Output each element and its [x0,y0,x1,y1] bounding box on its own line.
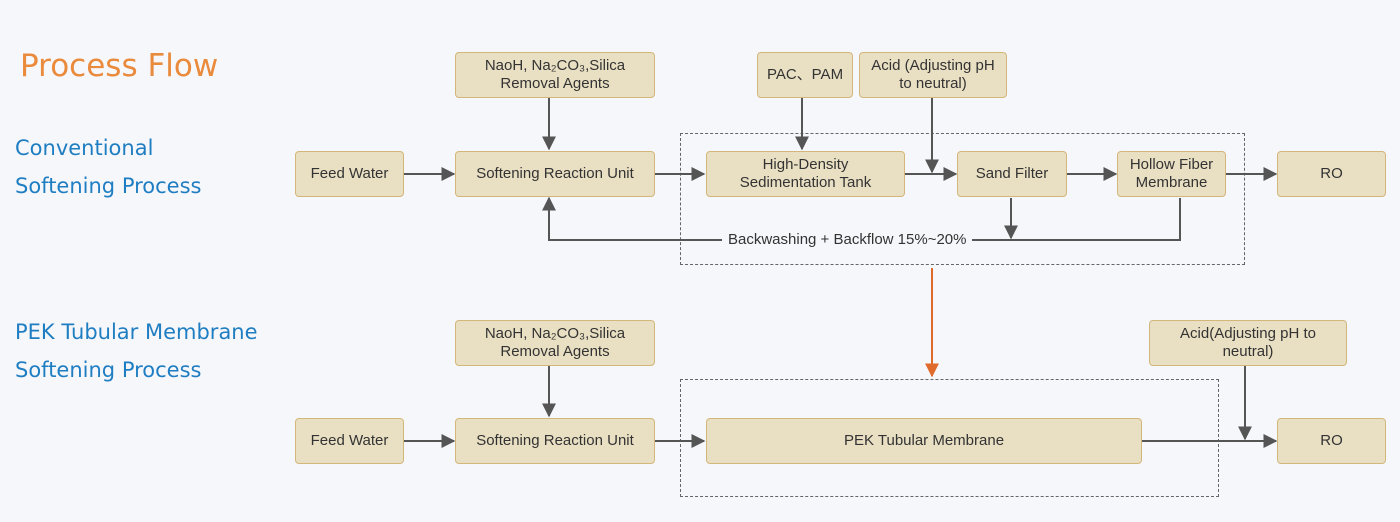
conventional-acid: Acid (Adjusting pH to neutral) [859,52,1007,98]
conventional-sand-filter: Sand Filter [957,151,1067,197]
pek-feed-water: Feed Water [295,418,404,464]
pek-agents: NaoH, Na₂CO₃,Silica Removal Agents [455,320,655,366]
conventional-hds-tank: High-Density Sedimentation Tank [706,151,905,197]
hds-line: High-Density [762,156,849,173]
section-label-line: Softening Process [15,358,202,382]
section-label-line: PEK Tubular Membrane [15,320,258,344]
page-title: Process Flow [20,48,219,84]
acid-line: Acid(Adjusting pH to [1180,325,1316,342]
agents-line: Removal Agents [500,75,610,92]
hds-line: Sedimentation Tank [739,174,872,191]
conventional-ro: RO [1277,151,1386,197]
conventional-feed-water: Feed Water [295,151,404,197]
conventional-pac-pam: PAC、PAM [757,52,853,98]
acid-line: neutral) [1222,343,1274,360]
section-label-line: Softening Process [15,174,202,198]
pek-tubular-membrane: PEK Tubular Membrane [706,418,1142,464]
pek-acid: Acid(Adjusting pH to neutral) [1149,320,1347,366]
agents-line: NaoH, Na₂CO₃,Silica [484,57,626,74]
backwash-label: Backwashing + Backflow 15%~20% [722,231,973,248]
hollow-line: Hollow Fiber [1129,156,1214,173]
hollow-line: Membrane [1135,174,1208,191]
acid-line: to neutral) [899,75,967,92]
pek-softening-unit: Softening Reaction Unit [455,418,655,464]
acid-line: Acid (Adjusting pH [871,57,995,74]
section-label-conventional: Conventional Softening Process [15,129,201,205]
conventional-pretreatment-group [680,133,1245,265]
agents-line: Removal Agents [500,343,610,360]
section-label-line: Conventional [15,136,154,160]
section-label-pek: PEK Tubular Membrane Softening Process [15,313,258,389]
conventional-softening-unit: Softening Reaction Unit [455,151,655,197]
pek-membrane-group [680,379,1219,497]
conventional-agents: NaoH, Na₂CO₃,Silica Removal Agents [455,52,655,98]
agents-line: NaoH, Na₂CO₃,Silica [484,325,626,342]
conventional-hollow-fiber: Hollow Fiber Membrane [1117,151,1226,197]
pek-ro: RO [1277,418,1386,464]
